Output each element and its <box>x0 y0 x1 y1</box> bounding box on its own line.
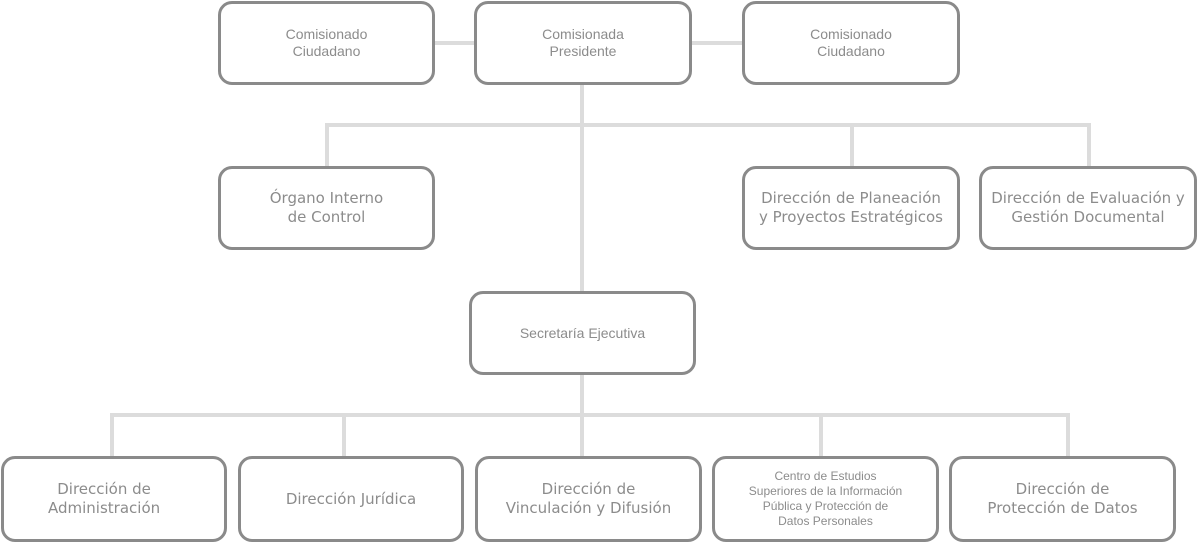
connector-evaluation-drop <box>1087 123 1091 169</box>
box-internal-control: Órgano Interno de Control <box>218 166 435 250</box>
box-commissioner-left-label: Comisionado Ciudadano <box>285 26 368 59</box>
box-executive-secretariat: Secretaría Ejecutiva <box>469 291 696 375</box>
box-legal: Dirección Jurídica <box>238 456 464 542</box>
box-planning-label: Dirección de Planeación y Proyectos Estr… <box>758 189 943 226</box>
box-executive-secretariat-label: Secretaría Ejecutiva <box>519 324 646 341</box>
box-studies-center: Centro de Estudios Superiores de la Info… <box>712 456 939 542</box>
connector-data-protection-drop <box>1066 413 1070 459</box>
connector-president-trunk <box>580 84 584 294</box>
box-administration: Dirección de Administración <box>1 456 227 542</box>
box-planning: Dirección de Planeación y Proyectos Estr… <box>742 166 960 250</box>
connector-studies-drop <box>819 413 823 459</box>
connector-mid-horizontal <box>325 123 1091 127</box>
connector-bottom-horizontal <box>110 413 1070 417</box>
connector-internal-control-drop <box>325 123 329 169</box>
connector-planning-drop <box>850 123 854 169</box>
box-commissioner-president-label: Comisionada Presidente <box>542 26 624 59</box>
connector-administration-drop <box>110 413 114 459</box>
box-studies-center-label: Centro de Estudios Superiores de la Info… <box>748 469 903 528</box>
connector-outreach-drop <box>580 413 584 459</box>
box-data-protection-label: Dirección de Protección de Datos <box>987 480 1138 517</box>
box-commissioner-right-label: Comisionado Ciudadano <box>810 26 892 59</box>
box-outreach: Dirección de Vinculación y Difusión <box>475 456 702 542</box>
box-data-protection: Dirección de Protección de Datos <box>949 456 1176 542</box>
box-administration-label: Dirección de Administración <box>48 480 161 517</box>
connector-secretariat-trunk <box>580 374 584 416</box>
box-legal-label: Dirección Jurídica <box>285 489 417 508</box>
box-commissioner-president: Comisionada Presidente <box>474 1 692 85</box>
box-commissioner-right: Comisionado Ciudadano <box>742 1 960 85</box>
box-internal-control-label: Órgano Interno de Control <box>269 189 384 226</box>
box-evaluation-label: Dirección de Evaluación y Gestión Docume… <box>991 189 1185 226</box>
box-evaluation: Dirección de Evaluación y Gestión Docume… <box>979 166 1197 250</box>
box-outreach-label: Dirección de Vinculación y Difusión <box>505 480 672 517</box>
connector-legal-drop <box>342 413 346 459</box>
box-commissioner-left: Comisionado Ciudadano <box>218 1 435 85</box>
